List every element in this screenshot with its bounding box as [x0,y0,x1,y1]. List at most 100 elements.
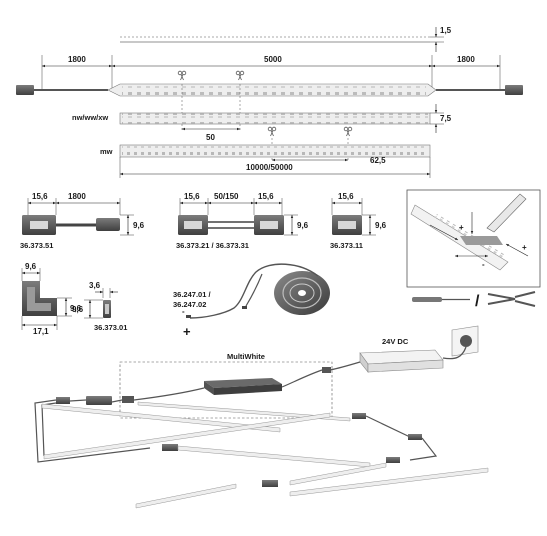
connector-36-373-21: 15,6 50/150 15,6 9,6 36.373.21 / 36.373.… [176,192,309,250]
corner-inner [27,287,51,311]
dim-corner-leg: 9,6 [25,262,37,271]
installed-strip [289,467,489,497]
controller-cable [281,369,323,388]
jumper-wire [365,415,411,438]
installed-strip [135,483,237,509]
installed-strip [43,412,331,460]
reel-winding [282,277,322,309]
scissors-icon [235,70,245,81]
insert-arrow [429,224,459,241]
screwdriver-icon [486,193,527,233]
polarity-plus: + [522,243,527,252]
dim-end-cap-height: 9,6 [72,305,84,314]
dim-connector-width: 15,6 [32,192,48,201]
reel-plus: + [183,324,191,339]
multiwhite-controller-side [204,381,214,395]
connector-window [30,221,48,229]
scissors-icon [267,126,277,137]
reel-code: 36.247.02 [173,300,206,309]
reel-code: 36.247.01 / [173,290,211,299]
dim-reel-length: 10000/50000 [246,163,293,172]
psu-label: 24V DC [382,337,409,346]
dim-connector-gap: 50/150 [214,192,239,201]
led-pattern [122,113,428,124]
connector-plug [96,218,120,231]
dim-cut-pitch-mw: 62,5 [370,156,386,165]
dim-strip-length: 5000 [264,55,282,64]
connector-36-373-51: 15,6 1800 9,6 36.373.51 [20,192,145,250]
multiwhite-controller-top [204,378,282,388]
label-mw: mw [100,147,113,156]
reel: 36.247.01 / 36.247.02 - + [173,263,330,339]
dim-connector-width: 15,6 [338,192,354,201]
dim-corner-length: 17,1 [33,327,49,336]
strip-connector [386,457,400,463]
wire-end [186,315,191,318]
insert-arrow [505,243,529,257]
reel-minus: - [182,307,185,316]
reel-winding [289,283,315,303]
dim-connector-height: 9,6 [375,221,387,230]
led-pattern [122,85,426,95]
label-nw-ww-xw: nw/ww/xw [72,113,108,122]
dim-lead-left: 1800 [68,55,86,64]
connector-code: 36.373.11 [330,241,363,250]
inline-plug [322,367,331,373]
tools: / [412,291,536,310]
lead-cable [69,399,87,402]
dim-cut-pitch-nw: 50 [206,133,215,142]
strip-connector [162,444,178,451]
dim-connector-cable: 1800 [68,192,86,201]
connector-36-373-11: 15,6 9,6 36.373.11 [330,192,387,250]
lead-cable [34,399,151,463]
end-cap-36-373-01: 3,6 9,6 36.373.01 [72,281,127,332]
top-strip-drawing: 1,5 1800 5000 1800 [16,26,523,178]
multiwhite-controller-front [214,384,282,395]
installed-strip [289,462,387,486]
polarity-minus: - [482,260,485,269]
assembly-detail: + - + [406,189,541,288]
plug-left [16,85,34,95]
connector-window [338,221,356,229]
dim-strip-thickness: 1,5 [440,26,452,35]
scissors-icon [343,126,353,137]
pliers-jaw [514,291,536,307]
strip-connector [352,413,366,419]
tool-separator: / [475,293,480,310]
end-cap-window [105,304,109,314]
connector-code: 36.373.01 [94,323,127,332]
dim-lead-right: 1800 [457,55,475,64]
polarity-plus: + [459,223,464,232]
dim-end-cap-width: 3,6 [89,281,101,290]
dim-corner-height: 9,6 [70,304,82,313]
mains-cable [442,346,467,360]
lead-cable [41,402,57,457]
system-layout: MultiWhite 24V DC [34,325,489,509]
installed-strip [137,401,351,422]
strip-connector [56,397,70,404]
wire-end [242,306,247,309]
pliers-icon [487,293,516,305]
strip-connector [86,396,112,405]
connector-code: 36.373.51 [20,241,53,250]
dim-connector-height: 9,6 [297,221,309,230]
screwdriver-handle [412,297,442,302]
socket-plug [460,335,472,347]
corner-connector: 9,6 9,6 17,1 [21,262,82,336]
controller-cable [133,387,205,401]
connector-window [184,221,202,229]
led-pattern [122,146,428,156]
strip-connector [408,434,422,440]
reel-cable [245,273,263,307]
connector-code: 36.373.21 / 36.373.31 [176,241,249,250]
connector-window [260,221,278,229]
jumper-wire [409,437,438,461]
dim-connector-width-right: 15,6 [258,192,274,201]
dim-strip-height: 7,5 [440,114,452,123]
multiwhite-frame [119,361,333,419]
dim-connector-width-left: 15,6 [184,192,200,201]
multiwhite-label: MultiWhite [227,352,265,361]
power-supply-front [367,359,444,373]
